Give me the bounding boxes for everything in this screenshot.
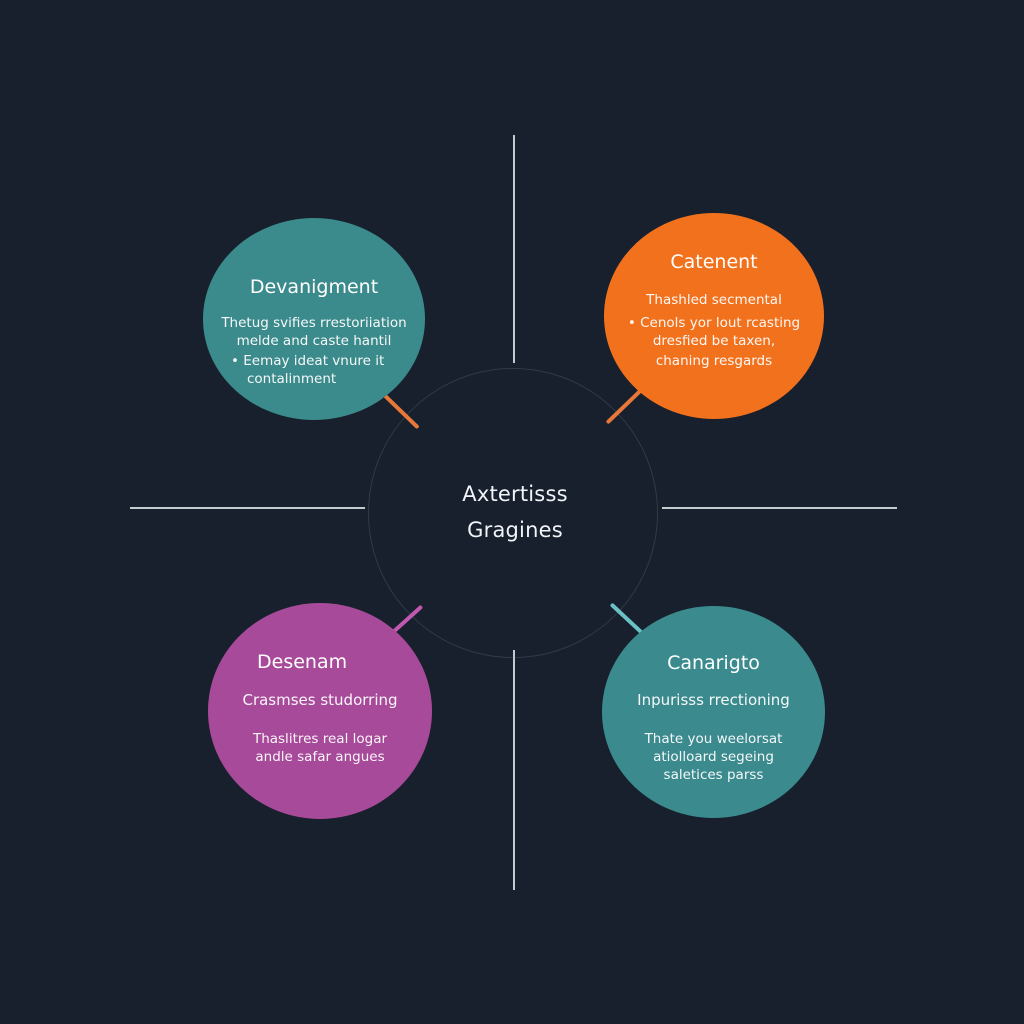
- node-title: Canarigto: [667, 652, 760, 674]
- node-bottom-left: Desenam Crasmses studorring Thaslitres r…: [208, 603, 432, 819]
- node-title: Devanigment: [249, 276, 379, 298]
- node-bullet: • Eemay ideat vnure it: [231, 353, 385, 369]
- node-text: melde and caste hantil: [236, 333, 392, 349]
- node-bottom-right: Canarigto Inpurisss rrectioning Thate yo…: [602, 606, 825, 818]
- node-text: atiolloard segeing: [653, 749, 774, 765]
- central-hub-ring: [368, 368, 658, 658]
- node-text: saletices parss: [663, 767, 764, 783]
- node-title: Catenent: [670, 251, 758, 273]
- node-text: chaning resgards: [655, 353, 773, 369]
- node-text: contalinment: [247, 371, 337, 387]
- divider-top: [513, 135, 515, 363]
- node-text: Thaslitres real logar: [252, 731, 388, 747]
- node-text: dresfied be taxen,: [652, 333, 776, 349]
- divider-left: [130, 507, 365, 509]
- node-text: Thate you weelorsat: [644, 731, 783, 747]
- divider-bottom: [513, 650, 515, 890]
- node-subtitle: Crasmses studorring: [242, 691, 398, 709]
- hub-title-line1: Axtertisss: [462, 482, 568, 506]
- hub-title-line2: Gragines: [467, 518, 563, 542]
- divider-right: [662, 507, 897, 509]
- node-subtitle: Inpurisss rrectioning: [637, 691, 790, 709]
- node-title: Desenam: [257, 651, 348, 673]
- node-bullet: • Cenols yor lout rcasting: [627, 315, 801, 331]
- node-top-left: Devanigment Thetug svifies rrestoriiatio…: [203, 218, 425, 420]
- node-text: Thashled secmental: [646, 292, 782, 308]
- node-text: andle safar angues: [255, 749, 385, 765]
- node-text: Thetug svifies rrestoriiation: [221, 315, 407, 331]
- node-top-right: Catenent Thashled secmental • Cenols yor…: [604, 213, 824, 419]
